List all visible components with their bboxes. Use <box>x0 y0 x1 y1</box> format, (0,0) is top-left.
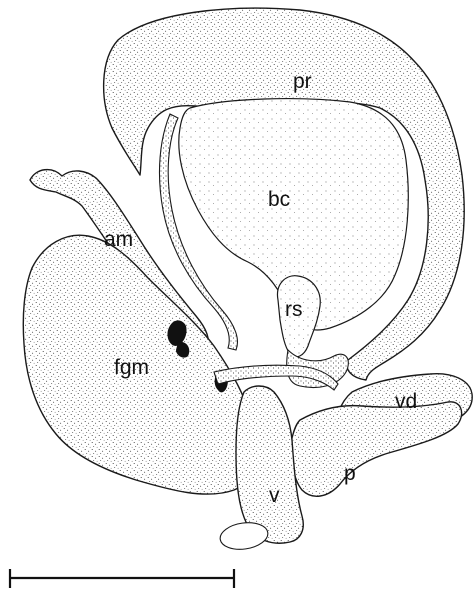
label-fgm: fgm <box>114 356 149 379</box>
label-rs: rs <box>285 298 303 321</box>
label-am: am <box>104 228 133 251</box>
label-v: v <box>269 484 280 507</box>
label-bc: bc <box>268 188 290 211</box>
label-pr: pr <box>293 70 312 93</box>
label-vd: vd <box>395 390 417 413</box>
vagina-shape <box>236 386 303 543</box>
scale-bar <box>10 569 234 588</box>
label-p: p <box>344 462 356 485</box>
penis-shape <box>291 402 461 496</box>
